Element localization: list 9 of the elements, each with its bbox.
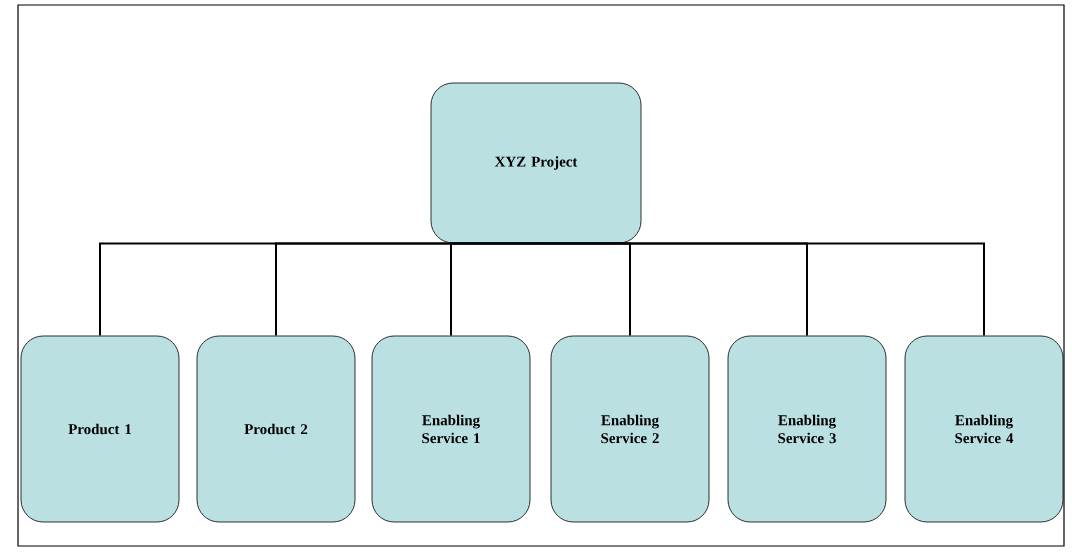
org-box: Product 2 (196, 335, 356, 523)
org-box: Enabling Service 3 (727, 335, 887, 523)
org-box: XYZ Project (430, 82, 642, 244)
connector (450, 242, 537, 337)
org-box: Enabling Service 4 (904, 335, 1064, 523)
org-box: Enabling Service 2 (550, 335, 710, 523)
connector (535, 242, 985, 337)
org-box: Enabling Service 1 (371, 335, 531, 523)
org-box: Product 1 (20, 335, 180, 523)
